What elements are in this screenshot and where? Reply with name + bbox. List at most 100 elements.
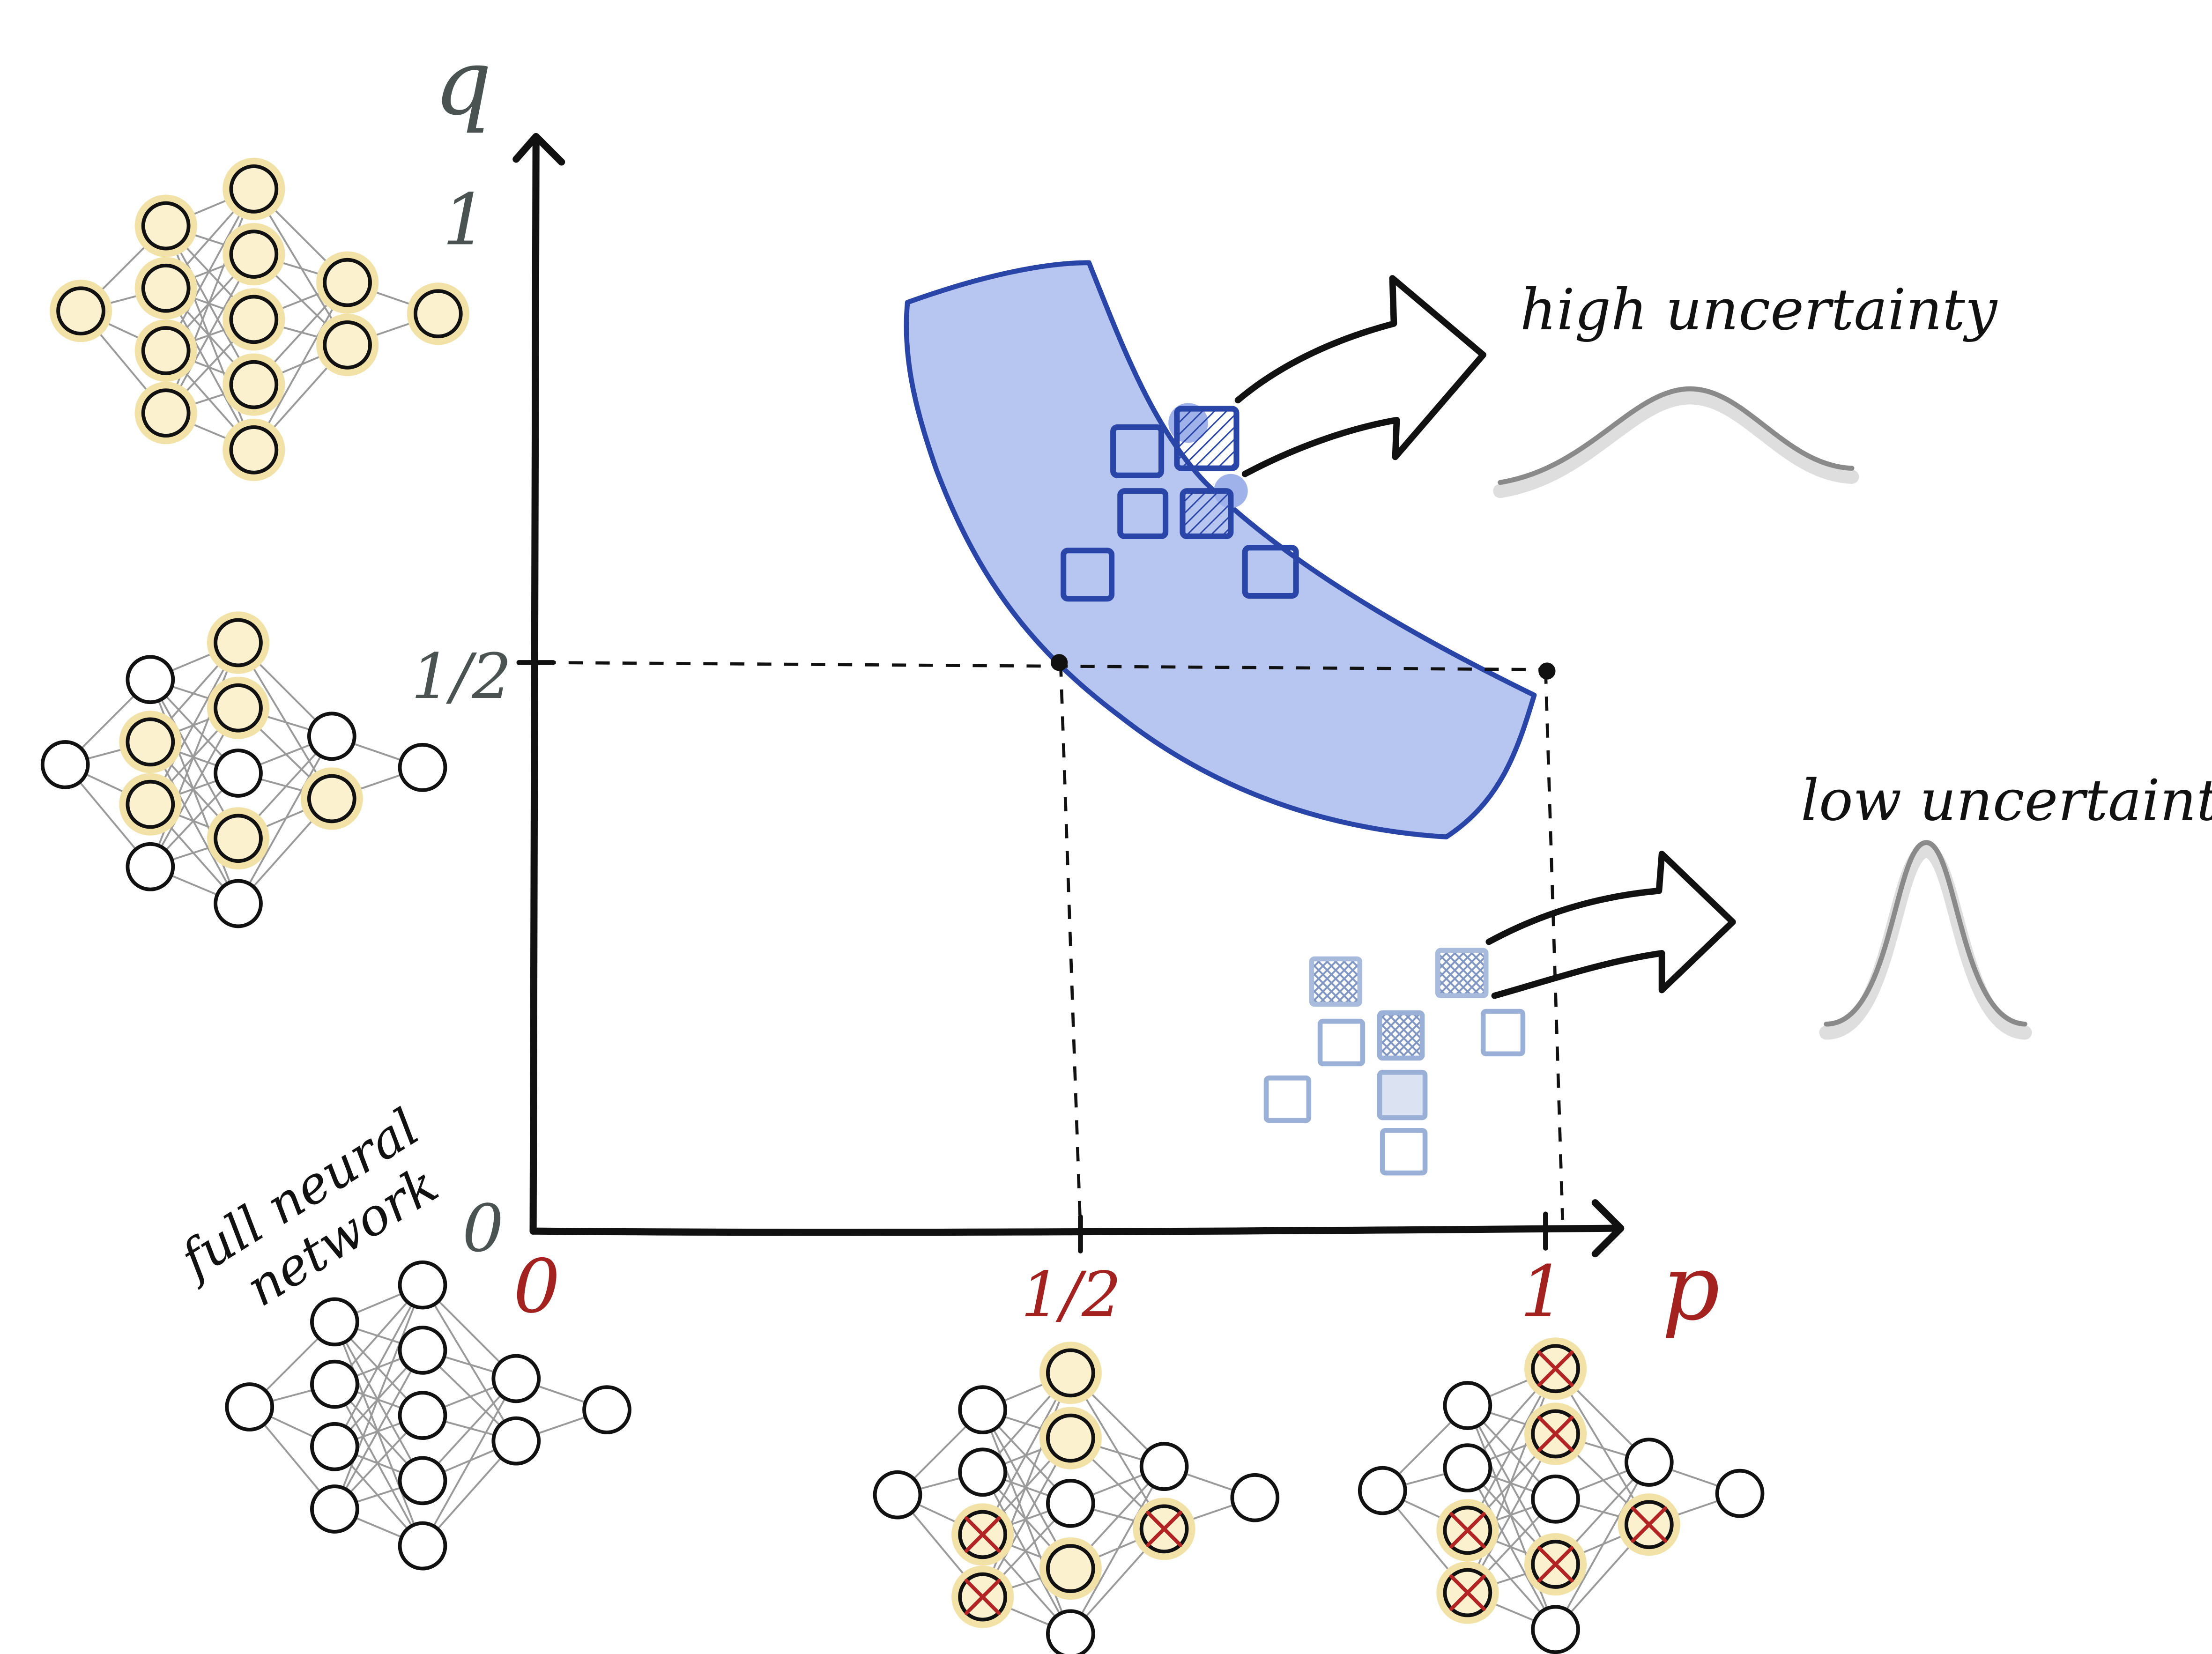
- neuron-node: [1358, 1466, 1407, 1515]
- sample-square: [1480, 1009, 1526, 1057]
- neuron-node: [310, 1297, 359, 1347]
- axes: [512, 133, 1625, 1258]
- neuron-node: [1046, 1544, 1095, 1593]
- sample-square: [1317, 1018, 1366, 1067]
- cross-icon: [964, 1579, 1001, 1615]
- neuron-node: [141, 201, 191, 251]
- neuron-node: [214, 683, 263, 733]
- neuron-node: [1531, 1605, 1580, 1654]
- neuron-node: [323, 320, 372, 370]
- neuron-node: [214, 814, 263, 863]
- neuron-node: [1531, 1474, 1580, 1524]
- neuron-node: [229, 425, 279, 475]
- neuron-node: [1046, 1609, 1095, 1654]
- sample-square: [1380, 1127, 1428, 1176]
- sample-square-hatched: [1435, 948, 1489, 999]
- cross-icon: [1449, 1512, 1486, 1549]
- x-tick-label-zero: 0: [513, 1244, 560, 1330]
- neuron-node: [398, 1456, 447, 1506]
- y-tick-label-half: 1/2: [411, 640, 512, 713]
- neural-network-icon: [873, 1342, 1280, 1654]
- cross-icon: [964, 1516, 1001, 1553]
- y-axis: [529, 138, 540, 1235]
- neuron-node: [398, 1326, 447, 1375]
- neuron-node: [1046, 1478, 1095, 1528]
- neuron-node: [126, 717, 175, 767]
- point-half-half: [1050, 654, 1068, 671]
- x-axis: [529, 1224, 1620, 1236]
- neuron-node: [398, 1521, 447, 1571]
- neuron-node: [310, 1484, 359, 1534]
- y-tick-label-one: 1: [442, 178, 487, 261]
- neuron-node: [307, 774, 356, 823]
- y-tick-label-zero: 0: [462, 1191, 504, 1267]
- neuron-node: [307, 712, 356, 761]
- x-axis-label: p: [1662, 1235, 1720, 1341]
- neuron-node: [141, 326, 191, 375]
- neuron-node: [491, 1354, 541, 1403]
- sample-square: [1117, 488, 1169, 540]
- neuron-node: [310, 1359, 359, 1409]
- neural-network-icon: [40, 611, 447, 928]
- neuron-node: [413, 289, 463, 339]
- neuron-node: [229, 360, 279, 409]
- neuron-node: [310, 1422, 359, 1471]
- neuron-node: [229, 230, 279, 279]
- neuron-node: [126, 779, 175, 829]
- high-uncertainty-samples: [1061, 403, 1299, 602]
- neuron-node: [56, 286, 105, 336]
- sample-square-hatched: [1309, 956, 1363, 1007]
- x-tick-label-one: 1: [1520, 1251, 1565, 1333]
- y-axis-label: q: [434, 30, 492, 135]
- neuron-node: [229, 295, 279, 344]
- neuron-node: [229, 164, 279, 214]
- neuron-node: [873, 1470, 922, 1520]
- neural-networks: [40, 157, 1765, 1654]
- neural-network-icon: [225, 1260, 631, 1571]
- neuron-node: [126, 655, 175, 705]
- neuron-node: [958, 1447, 1008, 1497]
- neuron-node: [214, 749, 263, 798]
- neuron-node: [141, 263, 191, 313]
- neuron-node: [323, 258, 372, 307]
- uncertainty-curve-icon: [1819, 840, 2032, 1040]
- neuron-node: [1139, 1442, 1189, 1491]
- y-axis-arrowhead: [512, 133, 565, 166]
- point-one-half: [1538, 662, 1556, 680]
- neuron-node: [582, 1385, 631, 1434]
- arrow-icon: [1234, 275, 1486, 477]
- neuron-node: [398, 743, 447, 792]
- x-tick-label-half: 1/2: [1021, 1259, 1121, 1331]
- low-uncertainty-samples: [1263, 948, 1526, 1176]
- neuron-node: [214, 618, 263, 668]
- neuron-node: [1046, 1413, 1095, 1463]
- neuron-node: [225, 1382, 275, 1431]
- guide-lines: [542, 661, 1564, 1231]
- neuron-node: [1443, 1381, 1492, 1430]
- cross-icon: [1146, 1511, 1182, 1547]
- neuron-node: [1443, 1443, 1492, 1493]
- neuron-node: [40, 740, 90, 789]
- sample-square: [1263, 1075, 1312, 1123]
- neural-network-icon: [49, 157, 469, 481]
- cross-icon: [1537, 1416, 1574, 1452]
- neuron-node: [1230, 1473, 1280, 1522]
- neuron-node: [398, 1391, 447, 1440]
- sample-square: [1377, 1069, 1428, 1120]
- cross-icon: [1537, 1350, 1574, 1387]
- neuron-node: [1046, 1348, 1095, 1398]
- sample-square: [1061, 548, 1115, 602]
- neuron-node: [398, 1260, 447, 1310]
- sample-square-hatched: [1377, 1010, 1425, 1061]
- neuron-node: [214, 879, 263, 928]
- high-uncertainty-label: high uncertainty: [1520, 277, 1998, 343]
- neuron-node: [958, 1385, 1008, 1434]
- sample-square-hatched: [1174, 406, 1240, 471]
- cross-icon: [1631, 1506, 1668, 1543]
- neuron-node: [126, 842, 175, 891]
- low-uncertainty-label: low uncertainty: [1801, 767, 2212, 833]
- x-axis-arrowhead: [1591, 1199, 1625, 1258]
- cross-icon: [1449, 1574, 1486, 1611]
- neuron-node: [141, 388, 191, 438]
